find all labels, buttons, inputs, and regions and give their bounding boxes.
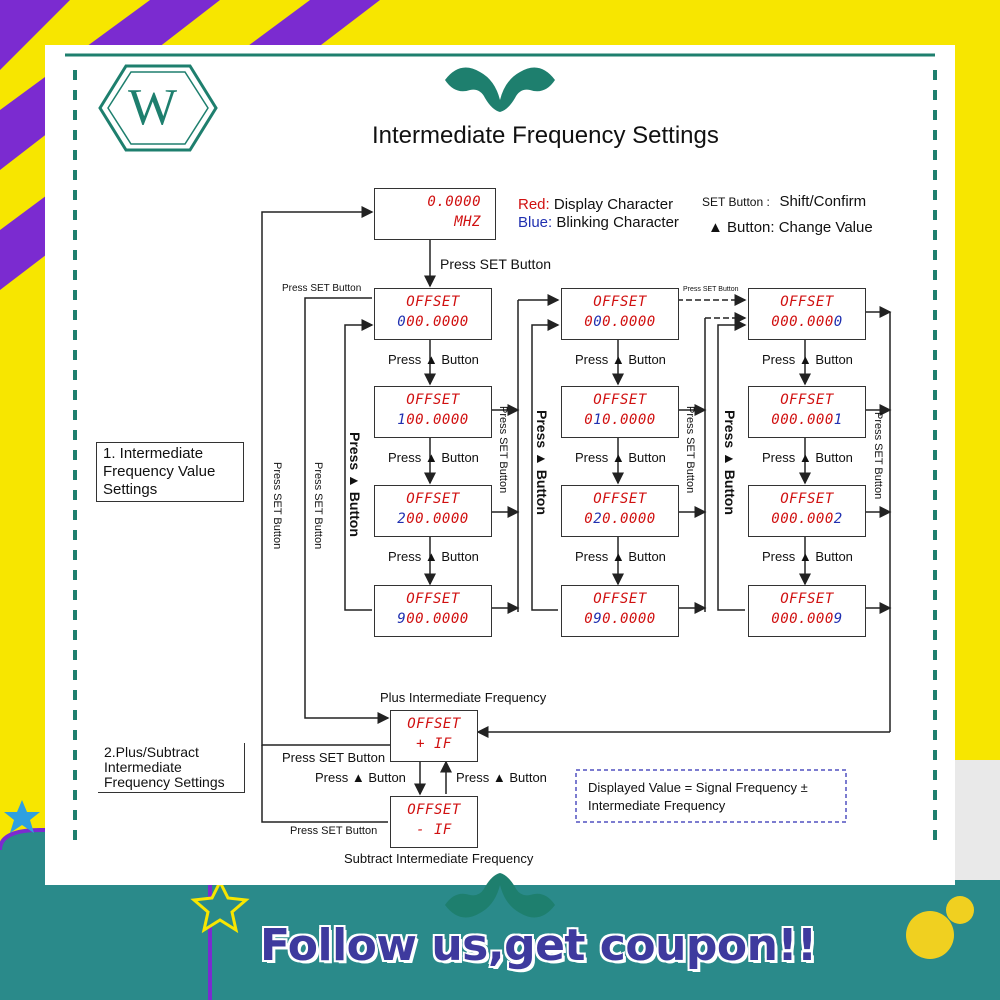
press-set-vertical-col3: Press SET Button: [872, 412, 884, 500]
press-set-label-minus: Press SET Button: [290, 825, 378, 837]
press-up-label-c2-r2: Press ▲ Button: [575, 450, 666, 465]
press-up-vertical-col3: Press ▲ Button: [722, 410, 738, 515]
display-offset-label: OFFSET: [406, 294, 460, 310]
display-offset-value: 000.0000: [584, 314, 656, 330]
display-offset-label: OFFSET: [406, 491, 460, 507]
display-top-unit: MHZ: [454, 214, 481, 230]
display-offset-value: 010.0000: [584, 412, 656, 428]
press-up-label-c1-r1: Press ▲ Button: [388, 352, 479, 367]
display-offset-c3-r1: OFFSET 000.0000: [748, 288, 866, 340]
press-up-label-c3-r3: Press ▲ Button: [762, 549, 853, 564]
legend-blue-word: Blue:: [518, 214, 553, 231]
plus-if-label: Plus Intermediate Frequency: [380, 690, 547, 705]
display-top-value: 0.0000: [427, 194, 481, 210]
press-up-label-c2-r3: Press ▲ Button: [575, 549, 666, 564]
press-up-label-left: Press ▲ Button: [315, 770, 406, 785]
display-offset-value: 000.0000: [771, 314, 843, 330]
display-offset-label: OFFSET: [780, 491, 834, 507]
legend-blue: Blue: Blinking Character: [518, 214, 679, 231]
logo-letter: W: [128, 79, 178, 136]
display-offset-label: OFFSET: [593, 294, 647, 310]
section-1-label: 1. Intermediate Frequency Value Settings: [96, 442, 244, 502]
press-set-vertical-col1: Press SET Button: [497, 406, 509, 494]
display-offset-label: OFFSET: [593, 491, 647, 507]
display-offset-value: 090.0000: [584, 611, 656, 627]
display-offset-value: 200.0000: [397, 511, 469, 527]
press-up-label-c1-r2: Press ▲ Button: [388, 450, 479, 465]
press-set-vertical-inner: Press SET Button: [312, 462, 324, 550]
legend-arrow: ▲ Button: Change Value: [708, 219, 873, 236]
legend-set-key: SET Button :: [702, 195, 770, 209]
display-offset-value: 000.0001: [771, 412, 843, 428]
display-offset-value: 100.0000: [397, 412, 469, 428]
press-set-label-dashed: Press SET Button: [683, 286, 739, 293]
minus-if-label: Subtract Intermediate Frequency: [344, 851, 534, 866]
press-up-label-c3-r1: Press ▲ Button: [762, 352, 853, 367]
press-set-vertical-col2: Press SET Button: [684, 406, 696, 494]
press-set-label-if: Press SET Button: [282, 750, 386, 765]
display-offset-c1-r1: OFFSET 000.0000: [374, 288, 492, 340]
press-up-label-c2-r1: Press ▲ Button: [575, 352, 666, 367]
display-offset-label: OFFSET: [593, 591, 647, 607]
press-set-label-left: Press SET Button: [282, 283, 362, 294]
press-up-label-right: Press ▲ Button: [456, 770, 547, 785]
display-offset-label: OFFSET: [780, 392, 834, 408]
legend-red: Red: Display Character: [518, 196, 673, 213]
display-offset-value: 000.0002: [771, 511, 843, 527]
display-offset-label: OFFSET: [780, 294, 834, 310]
display-offset-value: 000.0000: [397, 314, 469, 330]
display-offset-c3-r3: OFFSET 000.0002: [748, 485, 866, 537]
display-offset-value: 000.0009: [771, 611, 843, 627]
display-offset-c2-r1: OFFSET 000.0000: [561, 288, 679, 340]
press-up-vertical-col1: Press ▲ Button: [347, 432, 363, 537]
coupon-banner[interactable]: Follow us,get coupon!!: [260, 920, 817, 971]
display-plus-if-value: + IF: [416, 736, 452, 752]
legend-set-value: Shift/Confirm: [779, 193, 867, 210]
press-set-vertical-outer: Press SET Button: [271, 462, 283, 550]
display-offset-value: 020.0000: [584, 511, 656, 527]
press-up-label-c3-r2: Press ▲ Button: [762, 450, 853, 465]
display-offset-c1-r4: OFFSET 900.0000: [374, 585, 492, 637]
display-minus-if-offset: OFFSET: [407, 802, 461, 818]
display-offset-label: OFFSET: [780, 591, 834, 607]
legend-set: SET Button : Shift/Confirm: [702, 193, 866, 210]
display-offset-c1-r2: OFFSET 100.0000: [374, 386, 492, 438]
display-offset-c3-r4: OFFSET 000.0009: [748, 585, 866, 637]
press-set-label-top: Press SET Button: [440, 256, 552, 272]
display-offset-label: OFFSET: [406, 591, 460, 607]
display-offset-value: 900.0000: [397, 611, 469, 627]
display-offset-c2-r4: OFFSET 090.0000: [561, 585, 679, 637]
display-offset-c2-r3: OFFSET 020.0000: [561, 485, 679, 537]
display-top: 0.0000 MHZ: [374, 188, 496, 240]
display-offset-c1-r3: OFFSET 200.0000: [374, 485, 492, 537]
press-up-vertical-col2: Press ▲ Button: [534, 410, 550, 515]
display-offset-c2-r2: OFFSET 010.0000: [561, 386, 679, 438]
legend-red-word: Red:: [518, 196, 550, 213]
display-offset-c3-r2: OFFSET 000.0001: [748, 386, 866, 438]
page-title: Intermediate Frequency Settings: [372, 122, 719, 149]
display-plus-if-offset: OFFSET: [407, 716, 461, 732]
display-minus-if: OFFSET - IF: [390, 796, 478, 848]
legend-blue-text: Blinking Character: [552, 214, 679, 231]
display-offset-label: OFFSET: [406, 392, 460, 408]
display-plus-if: OFFSET + IF: [390, 710, 478, 762]
section-2-label: 2.Plus/Subtract Intermediate Frequency S…: [98, 743, 245, 793]
legend-red-text: Display Character: [549, 196, 674, 213]
press-up-label-c1-r3: Press ▲ Button: [388, 549, 479, 564]
formula-note: Displayed Value = Signal Frequency ± Int…: [588, 780, 808, 813]
display-minus-if-value: - IF: [416, 822, 452, 838]
display-offset-label: OFFSET: [593, 392, 647, 408]
